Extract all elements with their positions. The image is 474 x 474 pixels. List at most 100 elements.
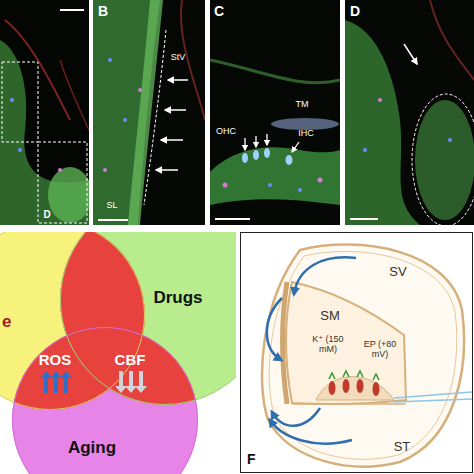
nucleus <box>123 118 127 122</box>
increase-arrow <box>40 371 52 393</box>
structure-label: SL <box>106 201 117 211</box>
panel-frame <box>241 233 473 473</box>
hair-cell <box>264 148 270 158</box>
hair-cell <box>253 150 259 160</box>
venn-circle: Aging <box>12 327 198 474</box>
venn-overlap <box>12 327 198 474</box>
pointer-arrow <box>168 79 188 81</box>
venn-fill <box>12 327 198 474</box>
cochlear-wall <box>269 251 457 459</box>
pointer-arrow <box>255 136 256 147</box>
nucleus <box>58 168 62 172</box>
hair-cell <box>329 381 336 395</box>
nucleus <box>10 98 14 102</box>
circle-label: Drugs <box>153 289 202 308</box>
structure-label: TM <box>296 100 309 110</box>
tissue <box>415 100 474 220</box>
hair-cell <box>373 382 380 396</box>
structure-label: StV <box>171 53 186 63</box>
micrograph-b <box>93 0 205 225</box>
nucleus <box>223 183 228 188</box>
k-recycling-arrow <box>272 408 320 426</box>
overlap-label: ROS <box>39 352 72 369</box>
micrograph-c <box>210 0 340 225</box>
outline-region <box>412 94 474 225</box>
organ-of-corti <box>316 377 394 400</box>
structure-label: OHC <box>216 127 236 137</box>
potential-label: EP (+80 mV) <box>359 340 401 360</box>
stereocilia <box>329 371 379 380</box>
venn-fills <box>0 232 236 474</box>
venn-overlap <box>12 327 198 474</box>
circle-label: Aging <box>68 439 116 458</box>
tissue <box>48 167 89 223</box>
hair-cell <box>357 379 364 393</box>
pointer-arrow <box>165 109 186 111</box>
nucleus <box>108 58 112 62</box>
increase-arrow <box>60 371 72 393</box>
panel-ground <box>210 0 340 225</box>
nucleus <box>268 183 272 187</box>
overlap-label: CBF <box>115 352 146 369</box>
compartment-label: ST <box>394 440 411 454</box>
hair-cell <box>242 153 248 163</box>
scale-bar <box>98 219 128 221</box>
vessel <box>5 20 70 120</box>
inset-label: D <box>43 209 50 220</box>
hair-cell <box>286 155 293 165</box>
cochlea-schematic <box>262 245 472 467</box>
venn-overlap <box>12 327 198 474</box>
pointer-arrow <box>156 169 178 171</box>
pointer-arrow <box>161 139 183 141</box>
panel-letter: F <box>247 452 256 467</box>
panel-letter: C <box>214 4 224 19</box>
scale-bar <box>350 218 378 220</box>
pointer-arrow <box>266 134 267 145</box>
decrease-arrow <box>125 371 137 393</box>
venn-overlap <box>12 327 198 474</box>
nucleus <box>103 168 107 172</box>
tissue <box>345 20 420 225</box>
panel-letter: D <box>350 4 360 19</box>
nucleus <box>318 178 323 183</box>
circle-label: e <box>2 313 11 332</box>
nucleus <box>138 88 142 92</box>
nucleus <box>298 188 302 192</box>
panel-letter: B <box>98 4 108 19</box>
nerve-fiber <box>394 399 472 402</box>
hair-cell <box>343 379 350 393</box>
vessel <box>430 0 474 80</box>
nucleus <box>378 98 382 102</box>
compartment-label: SM <box>320 309 340 323</box>
circle-outline <box>13 328 198 474</box>
decrease-arrow <box>135 371 147 393</box>
organ-of-corti <box>210 147 340 205</box>
ion-label: K⁺ (150 mM) <box>303 335 353 355</box>
k-recycling-arrow <box>294 257 356 294</box>
circle-outline <box>0 220 145 410</box>
micrograph-a <box>0 0 89 225</box>
boundary-line <box>144 30 166 205</box>
basilar-membrane <box>292 403 406 405</box>
pointer-arrow <box>404 44 417 64</box>
nucleus <box>363 148 367 152</box>
k-recycling-arrow <box>267 298 282 360</box>
scale-bar <box>60 9 84 11</box>
cochlear-wall <box>262 245 464 467</box>
scale-bar <box>215 218 250 220</box>
nucleus <box>448 138 452 142</box>
pointer-arrow <box>244 138 245 150</box>
vessel <box>60 60 89 130</box>
pointer-arrow <box>292 142 299 152</box>
increase-arrow <box>50 371 62 393</box>
membrane <box>210 60 340 83</box>
compartment-label: SV <box>389 265 406 279</box>
scala-media <box>286 282 406 404</box>
stria-vascularis <box>283 282 288 404</box>
panel-ground <box>345 0 474 225</box>
panel-ground <box>93 0 205 225</box>
nerve-fiber <box>394 392 472 398</box>
